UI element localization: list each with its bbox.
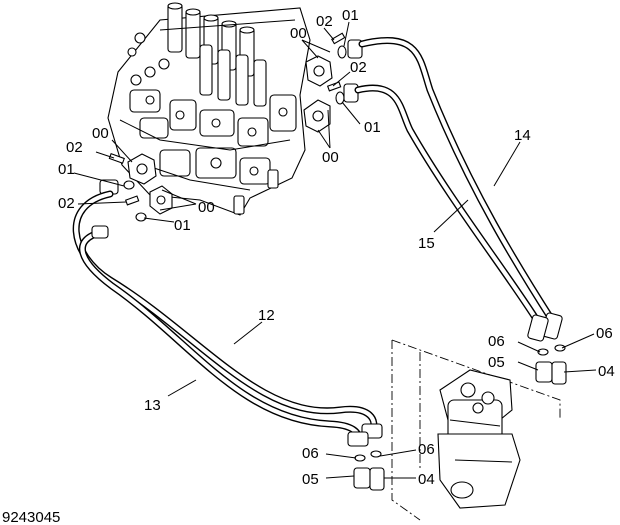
callout-06-bottom-left: 06 [302,445,319,462]
callout-01-middle-right: 01 [364,119,381,136]
hose-13 [78,228,362,444]
callout-01-left: 01 [58,161,75,178]
callout-04-bottom: 04 [418,471,435,488]
hose-14 [358,36,556,324]
swivel-adapters-right [535,344,567,385]
valve-spool-caps [167,2,267,107]
callout-05-bottom: 05 [302,471,319,488]
leader-lines [73,21,597,479]
swivel-adapters-bottom [353,450,385,491]
left-flanges [99,153,173,222]
hose-12 [72,190,378,436]
hose-14-15-end-fittings [527,312,563,342]
callout-00-middle: 00 [322,149,339,166]
valve-body-detail [119,19,297,191]
callout-14: 14 [514,127,531,144]
callout-02-upper-left: 02 [316,13,333,30]
callout-02-left-upper: 02 [66,139,83,156]
callout-00-upper: 00 [290,25,307,42]
callout-15: 15 [418,235,435,252]
callout-02-middle-right: 02 [350,59,367,76]
callout-06-right-right: 06 [596,325,613,342]
callout-05-right: 05 [488,354,505,371]
callout-04-right: 04 [598,363,615,380]
callout-02-left-lower: 02 [58,195,75,212]
callout-01-upper-right: 01 [342,7,359,24]
callout-labels: 02 01 00 02 01 00 02 00 01 02 00 01 14 1… [58,7,615,488]
callout-00-left-lower: 00 [198,199,215,216]
callout-12: 12 [258,307,275,324]
drawing-number: 9243045 [2,509,60,525]
upper-right-flanges [303,32,363,133]
control-valve [107,2,311,216]
hose-12-13-end-fittings [91,225,383,447]
callout-06-right-left: 06 [488,333,505,350]
hose-15 [354,84,542,326]
callout-00-left-upper: 00 [92,125,109,142]
callout-06-bottom-right: 06 [418,441,435,458]
swivel-joint [391,339,561,521]
callout-13: 13 [144,397,161,414]
callout-01-left-lower: 01 [174,217,191,234]
